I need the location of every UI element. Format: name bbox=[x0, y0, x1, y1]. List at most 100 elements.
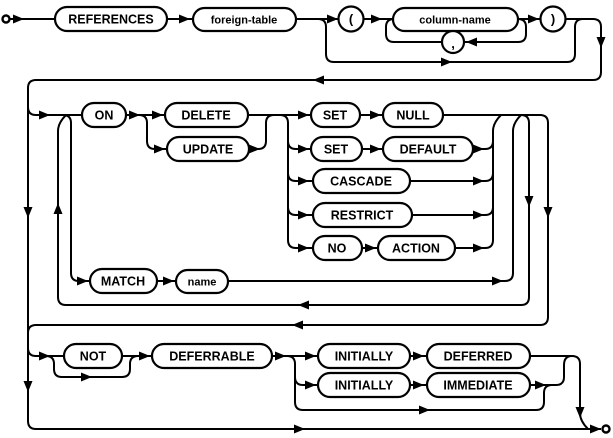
arrow-icon bbox=[473, 144, 484, 154]
arrow-icon bbox=[298, 144, 309, 154]
node-not-label: NOT bbox=[80, 350, 107, 364]
arrow-icon bbox=[473, 243, 484, 253]
arrow-icon bbox=[154, 144, 165, 154]
node-deferrable-label: DEFERRABLE bbox=[169, 350, 254, 364]
arrow-icon bbox=[298, 243, 309, 253]
arrow-icon bbox=[81, 372, 92, 382]
node-no: NO bbox=[311, 234, 364, 262]
node-references-label: REFERENCES bbox=[68, 13, 153, 27]
node-set-default-set-label: SET bbox=[324, 143, 349, 157]
arrow-icon bbox=[298, 300, 309, 310]
arrow-icon bbox=[370, 110, 381, 120]
node-match-label: MATCH bbox=[101, 275, 145, 289]
arrow-icon bbox=[575, 407, 585, 418]
arrow-icon bbox=[152, 110, 163, 120]
arrow-icon bbox=[305, 380, 316, 390]
arrow-icon bbox=[298, 210, 309, 220]
arrow-icon bbox=[13, 14, 24, 24]
arrow-icon bbox=[292, 320, 303, 330]
node-set-default-default: DEFAULT bbox=[381, 135, 475, 163]
line-immediate-merge bbox=[530, 355, 573, 386]
node-set-null-null: NULL bbox=[381, 101, 445, 129]
arrow-icon bbox=[39, 351, 50, 361]
line-comma-loop bbox=[385, 18, 527, 43]
arrow-icon bbox=[39, 110, 50, 120]
node-column-name: column-name bbox=[391, 6, 520, 33]
line-update-branch bbox=[138, 114, 275, 150]
arrow-icon bbox=[129, 110, 140, 120]
node-no-label: NO bbox=[328, 242, 347, 256]
node-initially-immediate-label: INITIALLY bbox=[335, 379, 394, 393]
arrow-icon bbox=[413, 351, 424, 361]
start-terminal bbox=[1, 14, 11, 24]
node-immediate: IMMEDIATE bbox=[425, 371, 532, 399]
node-foreign-table-label: foreign-table bbox=[211, 15, 278, 27]
node-close-paren-label: ) bbox=[551, 12, 555, 27]
node-not: NOT bbox=[62, 342, 124, 370]
node-on-label: ON bbox=[95, 109, 114, 123]
node-match: MATCH bbox=[88, 267, 159, 295]
arrow-icon bbox=[590, 424, 601, 434]
arrow-icon bbox=[473, 210, 484, 220]
arrow-icon bbox=[294, 424, 305, 434]
node-set-null-set: SET bbox=[309, 101, 362, 129]
arrow-icon bbox=[23, 207, 33, 218]
line-not-bypass bbox=[45, 355, 139, 378]
node-cascade-label: CASCADE bbox=[330, 175, 392, 189]
node-deferred-label: DEFERRED bbox=[444, 350, 513, 364]
node-column-name-label: column-name bbox=[419, 15, 491, 27]
node-delete: DELETE bbox=[163, 101, 250, 129]
node-set-null-set-label: SET bbox=[323, 109, 348, 123]
arrow-icon bbox=[370, 144, 381, 154]
arrow-icon bbox=[179, 14, 190, 24]
node-comma-label: , bbox=[451, 36, 455, 51]
line-actions-merge bbox=[410, 114, 502, 249]
node-set-default-default-label: DEFAULT bbox=[400, 143, 457, 157]
node-action: ACTION bbox=[376, 234, 457, 262]
node-restrict: RESTRICT bbox=[311, 201, 414, 229]
node-immediate-label: IMMEDIATE bbox=[443, 379, 512, 393]
arrow-icon bbox=[313, 75, 324, 85]
node-initially-immediate: INITIALLY bbox=[316, 371, 412, 399]
arrows bbox=[13, 14, 606, 434]
node-update-label: UPDATE bbox=[183, 143, 233, 157]
arrow-icon bbox=[466, 37, 477, 47]
arrow-icon bbox=[305, 351, 316, 361]
arrow-icon bbox=[163, 276, 174, 286]
node-open-paren: ( bbox=[337, 5, 365, 33]
arrow-icon bbox=[596, 37, 606, 48]
arrow-icon bbox=[275, 351, 286, 361]
arrow-icon bbox=[327, 14, 338, 24]
arrow-icon bbox=[441, 57, 452, 67]
arrow-icon bbox=[139, 351, 150, 361]
node-cascade: CASCADE bbox=[311, 167, 412, 195]
node-set-default-set: SET bbox=[309, 135, 364, 163]
arrow-icon bbox=[77, 276, 88, 286]
node-action-label: ACTION bbox=[392, 242, 440, 256]
node-name-label: name bbox=[188, 277, 217, 289]
arrow-icon bbox=[524, 196, 534, 207]
arrow-icon bbox=[371, 14, 382, 24]
line-on-row-and-exit bbox=[27, 114, 549, 334]
line-actions-branch bbox=[279, 114, 313, 249]
line-match-branch bbox=[62, 114, 176, 282]
node-deferred: DEFERRED bbox=[425, 342, 532, 370]
line-row-connectors bbox=[362, 148, 383, 249]
node-references: REFERENCES bbox=[53, 5, 169, 33]
arrow-icon bbox=[528, 14, 539, 24]
arrow-icon bbox=[23, 381, 33, 392]
end-terminal bbox=[601, 424, 611, 434]
node-name: name bbox=[174, 268, 230, 295]
node-update: UPDATE bbox=[165, 135, 251, 163]
node-open-paren-label: ( bbox=[349, 12, 354, 27]
arrow-icon bbox=[543, 207, 553, 218]
node-foreign-table: foreign-table bbox=[191, 6, 298, 33]
node-initially-deferred-label: INITIALLY bbox=[335, 350, 394, 364]
line-match-merge-and-loopback bbox=[57, 113, 530, 306]
node-set-null-null-label: NULL bbox=[396, 109, 430, 123]
arrow-icon bbox=[298, 176, 309, 186]
line-loop-entry bbox=[27, 106, 82, 116]
arrow-icon bbox=[365, 243, 376, 253]
node-deferrable: DEFERRABLE bbox=[150, 342, 274, 370]
